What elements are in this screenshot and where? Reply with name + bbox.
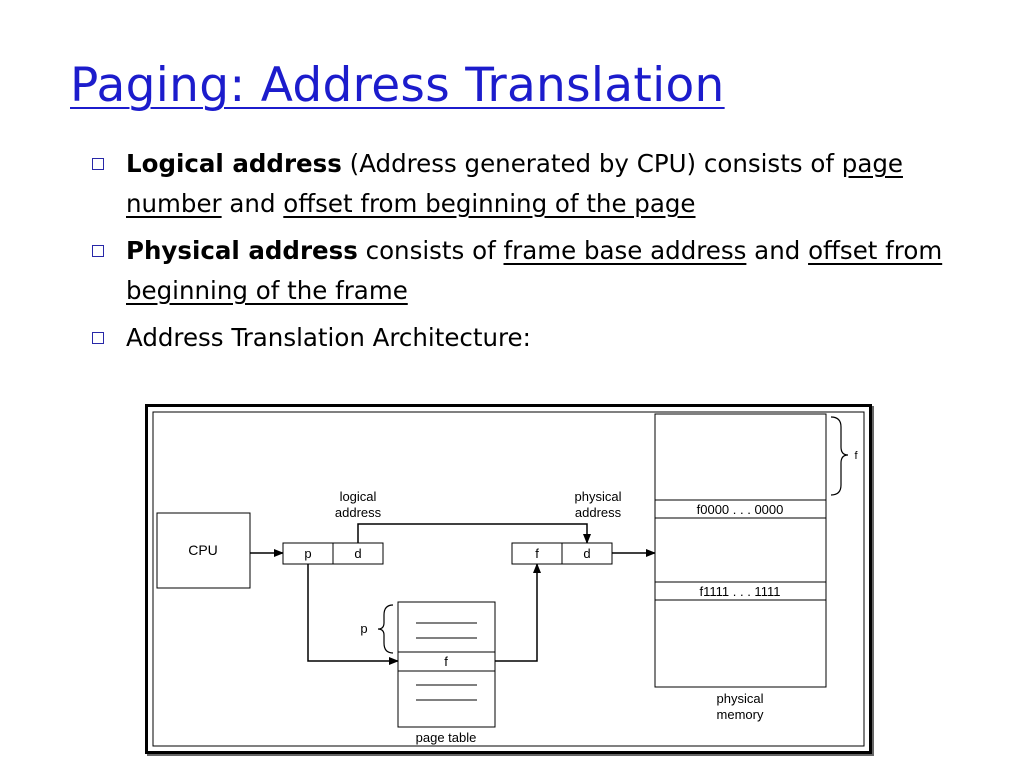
frame-start-label: f0000 . . . 0000 — [697, 502, 784, 517]
logical-address-label-1: logical — [340, 489, 377, 504]
bullet-text: consists of — [357, 236, 504, 265]
bullet-text: and — [221, 189, 284, 218]
bullet-translation-architecture: Address Translation Architecture: — [92, 318, 972, 358]
physical-memory-box — [654, 413, 827, 688]
square-bullet-icon — [92, 245, 104, 257]
logical-p-label: p — [304, 546, 311, 561]
physical-memory-label-2: memory — [717, 707, 764, 722]
physical-memory-label-1: physical — [717, 691, 764, 706]
term-frame-offset: offset from beginning of the frame — [126, 236, 943, 305]
physical-address-label-2: address — [575, 505, 622, 520]
bullet-text: (Address generated by CPU) consists of — [341, 149, 842, 178]
term-page-offset: offset from beginning of the page — [283, 189, 696, 218]
term-physical-address: Physical address — [126, 236, 358, 265]
p-brace-label: p — [360, 621, 367, 636]
offset-copy-arrow — [357, 523, 591, 544]
cpu-box — [156, 512, 251, 589]
page-table-label: page table — [416, 730, 477, 745]
physical-address-label-1: physical — [575, 489, 622, 504]
address-translation-diagram: CPU p d logical address f page table p — [145, 404, 872, 754]
term-page-number: page number — [126, 149, 903, 218]
term-logical-address: Logical address — [126, 149, 342, 178]
diagram-canvas: CPU p d logical address f page table p — [152, 411, 865, 747]
f-brace-icon — [830, 416, 849, 496]
inner-frame — [152, 411, 865, 747]
physical-f-label: f — [535, 546, 539, 561]
cpu-label: CPU — [188, 542, 218, 558]
p-brace-icon — [377, 604, 394, 654]
bullet-list: Logical address (Address generated by CP… — [92, 144, 972, 365]
term-frame-base-address: frame base address — [503, 236, 747, 265]
physical-d-label: d — [583, 546, 590, 561]
logical-address-label-2: address — [335, 505, 382, 520]
bullet-text: and — [746, 236, 809, 265]
logical-d-label: d — [354, 546, 361, 561]
bullet-physical-address: Physical address consists of frame base … — [92, 231, 972, 311]
p-to-table-arrow — [307, 564, 399, 665]
bullet-text: Address Translation Architecture: — [126, 323, 531, 352]
f-brace-label: f — [854, 450, 858, 462]
table-to-frame-arrow — [495, 563, 541, 662]
square-bullet-icon — [92, 332, 104, 344]
bullet-logical-address: Logical address (Address generated by CP… — [92, 144, 972, 224]
page-table-frame-label: f — [444, 654, 448, 669]
square-bullet-icon — [92, 158, 104, 170]
slide-title: Paging: Address Translation — [70, 58, 725, 113]
frame-end-label: f1111 . . . 1111 — [700, 584, 781, 599]
